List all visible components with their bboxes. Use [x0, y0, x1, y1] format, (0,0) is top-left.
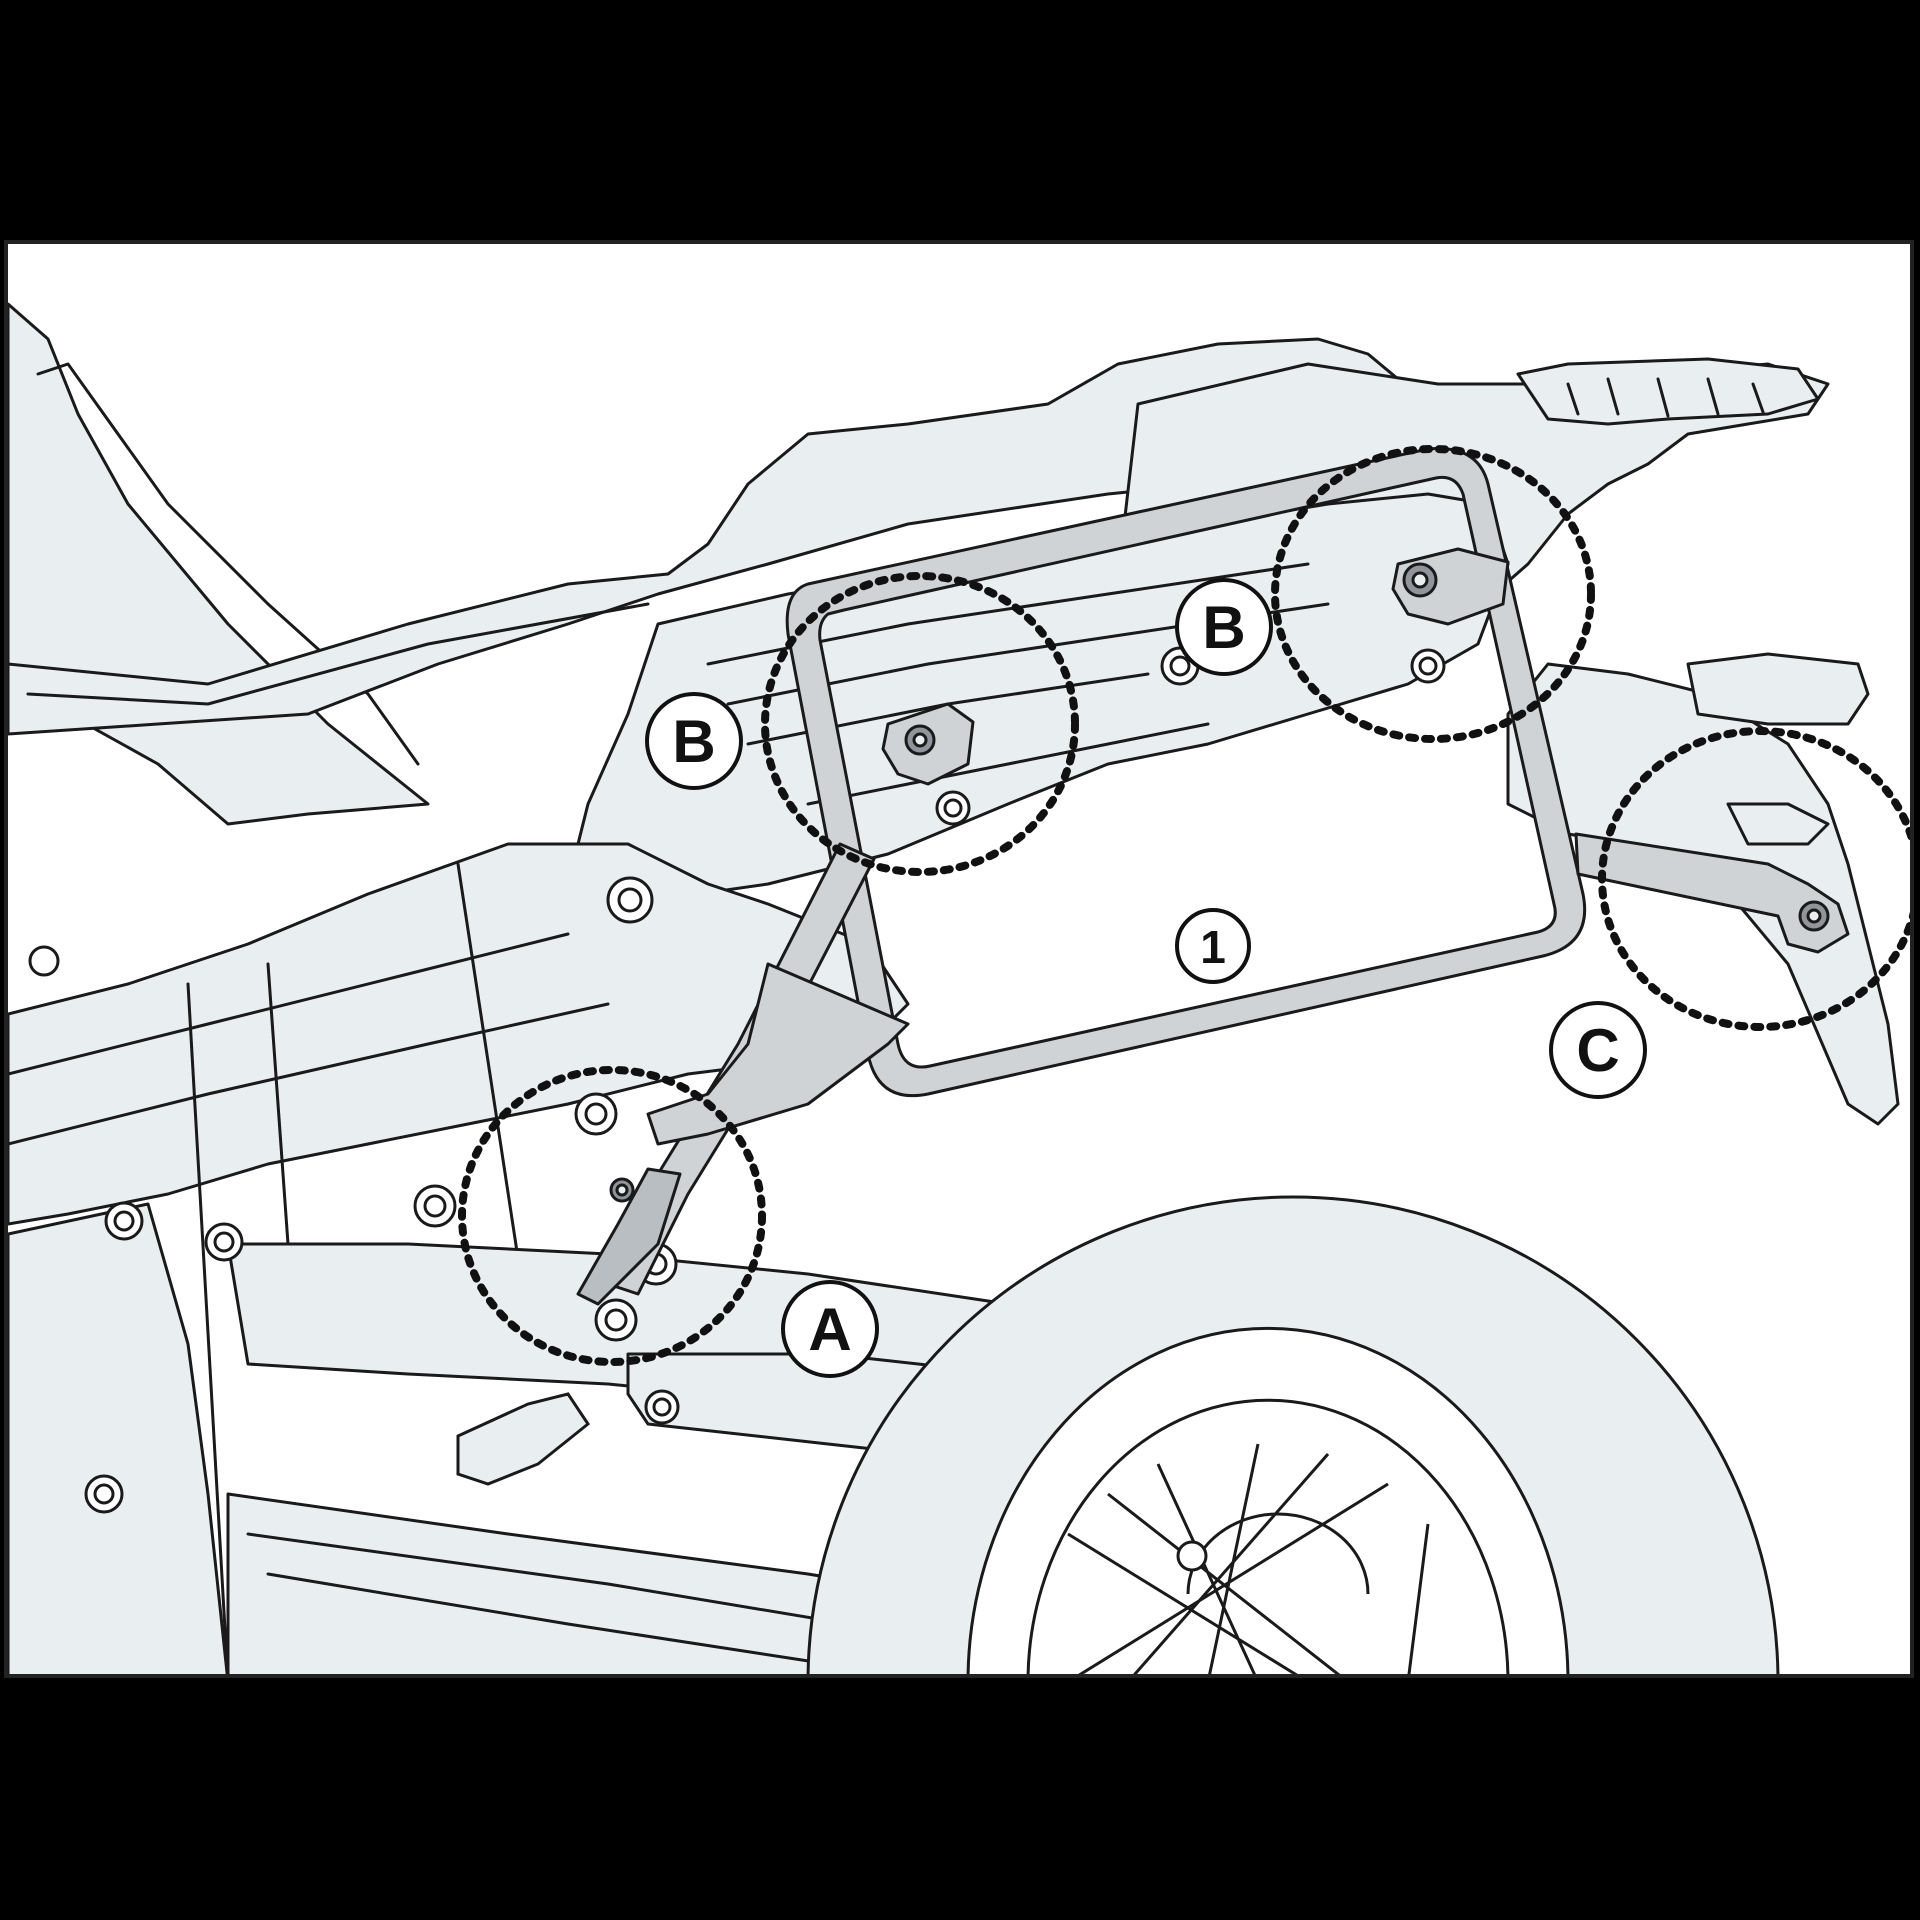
bolt-icon	[1176, 1540, 1208, 1572]
rear-grab-rail	[1516, 357, 1820, 426]
rack-mount-plate-a	[576, 1167, 682, 1306]
passenger-footpeg	[456, 1392, 591, 1486]
detail-circle-c	[1598, 727, 1910, 1031]
exhaust-lines	[246, 1532, 910, 1666]
tail-light	[1686, 652, 1870, 726]
side-case-rack	[576, 446, 1850, 1306]
rack-bolts	[609, 562, 1830, 1203]
rack-lower-bracket	[646, 962, 910, 1146]
rear-wheel	[806, 1195, 1780, 1674]
callout-label: 1	[1200, 921, 1226, 973]
callout-c: C	[1549, 1001, 1647, 1099]
callout-b-left: B	[645, 692, 743, 790]
illustration-panel: B B C A 1	[4, 240, 1914, 1678]
detail-circles	[458, 445, 1910, 1366]
bolt-icon	[28, 945, 60, 977]
engine-block	[8, 1202, 229, 1674]
detail-circle-b-top	[1271, 445, 1595, 743]
frame-tubes	[8, 862, 610, 1674]
seat-stitch	[26, 602, 650, 706]
motorcycle-side-rack-illustration: B B C A 1	[8, 302, 1910, 1674]
callout-label: B	[672, 708, 715, 775]
tank-inner-line	[36, 362, 420, 766]
front-side-panel	[8, 302, 430, 826]
callout-part-1: 1	[1175, 908, 1251, 984]
callout-label: A	[808, 1296, 851, 1363]
detail-circle-b-left	[761, 572, 1079, 876]
detail-circle-a	[458, 1066, 766, 1366]
callout-b-top: B	[1175, 578, 1273, 676]
rim	[1026, 1398, 1510, 1674]
callout-label: C	[1576, 1017, 1619, 1084]
rack-rear-strut	[1574, 832, 1850, 954]
turn-signal	[1726, 802, 1830, 846]
callout-a: A	[781, 1280, 879, 1378]
tyre-inner	[966, 1327, 1570, 1674]
grab-rail-slots	[1566, 377, 1765, 418]
callout-label: B	[1202, 594, 1245, 661]
side-cover-lines	[706, 562, 1330, 806]
spokes	[1067, 1443, 1430, 1674]
